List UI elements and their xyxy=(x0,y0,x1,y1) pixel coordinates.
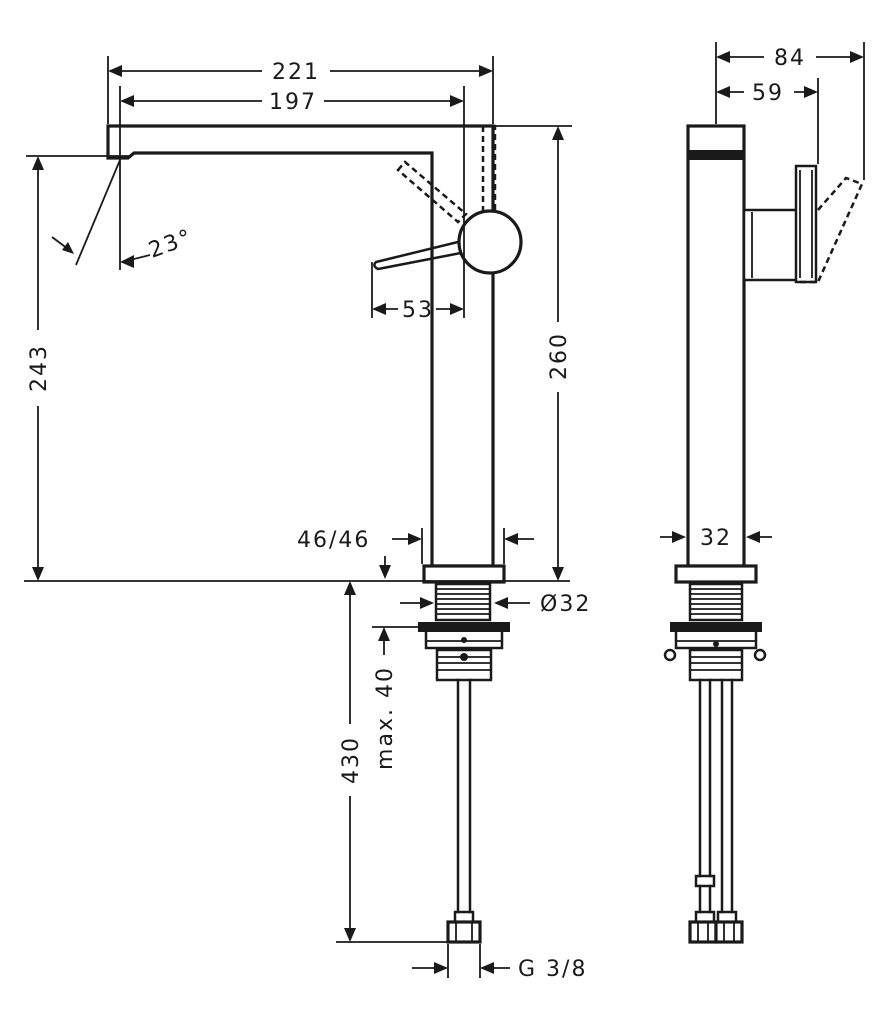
side-view xyxy=(663,124,864,944)
dim-53-label: 53 xyxy=(402,298,434,323)
dim-197-label: 197 xyxy=(269,90,317,115)
dim-243-label: 243 xyxy=(27,344,52,392)
dim-84-label: 84 xyxy=(774,46,806,71)
side-body xyxy=(686,124,746,568)
front-lever-handle xyxy=(373,239,468,271)
front-spout-body-outline xyxy=(106,124,495,568)
side-lever-alt xyxy=(816,176,864,283)
dim-4646-label: 46/46 xyxy=(297,528,370,553)
dim-angle-ray xyxy=(75,159,121,266)
side-knob-stem xyxy=(742,208,800,282)
side-threaded-shank xyxy=(688,582,744,622)
side-dimensions: 84 59 32 xyxy=(660,42,865,551)
side-top-band xyxy=(688,150,744,160)
dim-max40-label: max. 40 xyxy=(373,666,398,770)
dim-23deg-label: 23° xyxy=(146,225,197,264)
front-thread-lines xyxy=(437,588,489,615)
front-base-flange xyxy=(422,564,506,584)
dim-221-label: 221 xyxy=(272,60,320,85)
front-knob xyxy=(457,209,523,275)
dim-32-label: 32 xyxy=(700,526,732,551)
side-nut xyxy=(688,648,744,682)
front-threaded-shank xyxy=(434,582,492,622)
front-lever-alt-diagonal xyxy=(396,160,468,224)
side-mounting-plate xyxy=(670,622,762,632)
side-hose-fitting-right xyxy=(714,920,744,944)
side-thread-lines xyxy=(691,588,741,615)
dim-260-label: 260 xyxy=(547,332,572,380)
dim-dia32-label: Ø32 xyxy=(540,592,591,617)
front-view xyxy=(106,124,523,944)
front-dimensions: 221 197 23° 53 243 260 xyxy=(24,56,591,982)
front-hose-fitting xyxy=(446,920,482,944)
side-base-flange xyxy=(674,564,758,584)
side-hose-fitting-left xyxy=(688,920,718,944)
side-knob-disc xyxy=(794,164,818,284)
front-mounting-bracket xyxy=(424,630,504,650)
front-nut xyxy=(435,648,493,682)
dim-g38-label: G 3/8 xyxy=(518,957,587,982)
front-mounting-plate xyxy=(418,622,510,632)
dim-59-label: 59 xyxy=(752,81,784,106)
dim-430-label: 430 xyxy=(339,736,364,784)
